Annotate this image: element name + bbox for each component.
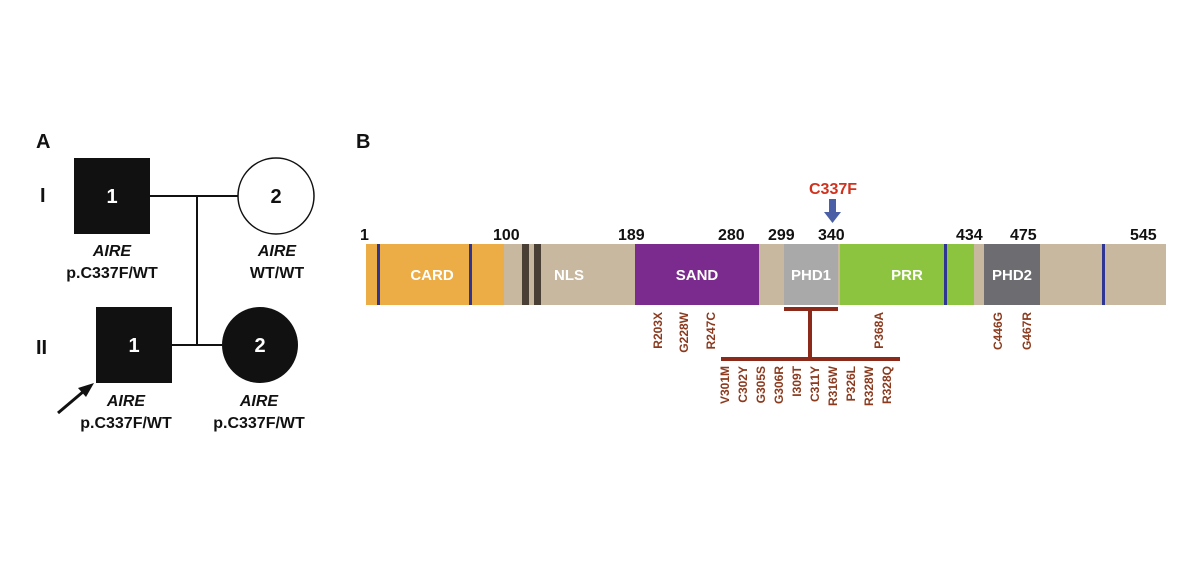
affected-male-square <box>74 158 150 234</box>
son-number: 1 <box>128 335 139 357</box>
mutation-label: C446G <box>991 312 1005 350</box>
position-label: 545 <box>1130 227 1157 244</box>
mutation-label: R328Q <box>880 366 894 404</box>
position-label: 280 <box>718 227 745 244</box>
mutation-label: C311Y <box>808 366 822 402</box>
unaffected-female-circle <box>237 157 315 235</box>
nls-band <box>522 244 529 305</box>
son-gene: AIRE <box>106 393 147 410</box>
father-gene: AIRE <box>92 243 133 260</box>
mother-gene: AIRE <box>257 243 298 260</box>
son-genotype: p.C337F/WT <box>80 415 172 432</box>
mutation-label: R203X <box>651 312 665 349</box>
position-label: 299 <box>768 227 795 244</box>
mutation-label: G228W <box>677 311 691 352</box>
mutation-label: G306R <box>772 366 786 404</box>
affected-male-square <box>96 307 172 383</box>
mutation-label: V301M <box>718 366 732 404</box>
father-number: 1 <box>106 186 117 208</box>
sand-domain <box>635 244 759 305</box>
panel-b-letter: B <box>356 131 370 153</box>
card-domain <box>366 244 504 305</box>
prr-domain <box>840 244 974 305</box>
phd2-mutations: C446G G467R <box>991 312 1034 350</box>
position-label: 100 <box>493 227 520 244</box>
position-labels: 1 100 189 280 299 340 434 475 545 <box>360 227 1157 244</box>
mutation-label: P326L <box>844 366 858 401</box>
mutation-label: C302Y <box>736 366 750 403</box>
highlight-mutation-label: C337F <box>809 181 857 198</box>
motif-marker <box>377 244 380 305</box>
proband-arrow-icon <box>57 383 94 415</box>
mutation-label: R316W <box>826 365 840 406</box>
mutation-label: R328W <box>862 365 876 406</box>
position-label: 475 <box>1010 227 1037 244</box>
phd1-domain-label: PHD1 <box>791 267 831 284</box>
highlight-arrow-icon <box>824 199 841 223</box>
phd1-mutation-bracket <box>721 307 900 361</box>
mutation-label: G467R <box>1020 312 1034 350</box>
mutation-label: I309T <box>790 365 804 396</box>
phd1-domain <box>784 244 838 305</box>
mother-genotype: WT/WT <box>250 265 304 282</box>
card-domain-label: CARD <box>410 267 453 284</box>
mother-number: 2 <box>270 186 281 208</box>
pedigree-daughter: 2 AIRE p.C337F/WT <box>213 307 305 432</box>
prr-mutation-label: P368A <box>872 312 886 349</box>
motif-marker <box>469 244 472 305</box>
nls-band <box>534 244 541 305</box>
phd1-mutations: V301M C302Y G305S G306R I309T C311Y R316… <box>718 365 894 406</box>
sand-mutations: R203X G228W R247C <box>651 311 718 352</box>
generation-label-i: I <box>40 185 46 207</box>
affected-female-circle <box>222 307 298 383</box>
phd2-domain-label: PHD2 <box>992 267 1032 284</box>
daughter-genotype: p.C337F/WT <box>213 415 305 432</box>
position-label: 1 <box>360 227 369 244</box>
panel-a-letter: A <box>36 131 50 153</box>
phd2-domain <box>984 244 1040 305</box>
position-label: 434 <box>956 227 983 244</box>
pedigree-father: 1 AIRE p.C337F/WT <box>66 158 158 282</box>
pedigree-son: 1 AIRE p.C337F/WT <box>57 307 172 432</box>
sand-domain-label: SAND <box>676 267 719 284</box>
position-label: 340 <box>818 227 845 244</box>
daughter-number: 2 <box>254 335 265 357</box>
motif-marker <box>1102 244 1105 305</box>
generation-label-ii: II <box>36 337 47 359</box>
father-genotype: p.C337F/WT <box>66 265 158 282</box>
motif-marker <box>944 244 947 305</box>
pedigree-mother: 2 AIRE WT/WT <box>237 157 315 282</box>
mutation-label: R247C <box>704 312 718 350</box>
motif-markers <box>377 244 1105 305</box>
daughter-gene: AIRE <box>239 393 280 410</box>
mutation-label: G305S <box>754 366 768 403</box>
nls-domain-label: NLS <box>554 267 584 284</box>
position-label: 189 <box>618 227 645 244</box>
prr-domain-label: PRR <box>891 267 923 284</box>
